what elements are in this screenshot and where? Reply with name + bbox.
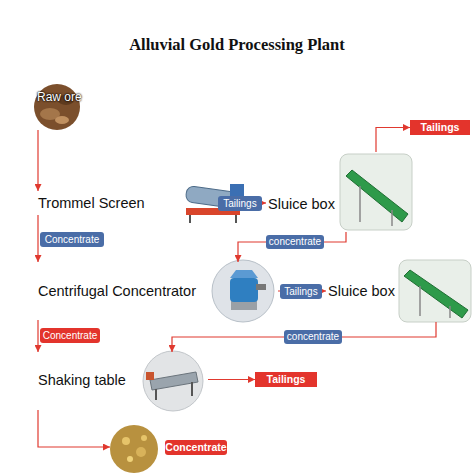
diagram-title: Alluvial Gold Processing Plant [0,34,474,56]
flow-arrow [376,128,410,153]
tailings-label: Tailings [410,120,470,135]
edge-label: Concentrate [40,232,104,247]
step-label: Trommel Screen [38,191,145,215]
concentrate-product: Concentrate [110,424,232,472]
process-step: Trommel Screen [36,191,248,215]
process-step: Centrifugal Concentrator [36,262,278,320]
edge-label: Tailings [218,196,262,211]
edge-label: concentrate [266,235,324,249]
edge-label: Concentrate [40,328,100,343]
flow-arrow [208,379,255,380]
edge-label: concentrate [284,330,342,344]
tailings-box: Tailings [410,120,470,135]
flow-arrow [37,130,38,191]
flow-arrow [37,215,38,262]
sluice-box-image [399,260,471,322]
flow-arrow [238,232,346,262]
tailings-label: Tailings [255,372,317,387]
step-label: Centrifugal Concentrator [38,279,196,303]
concentrate-label: Concentrate [165,440,227,455]
step-label: Shaking table [38,368,126,392]
flow-arrow [37,320,38,352]
process-step: Sluice box [266,152,414,232]
tailings-box: Tailings [255,372,317,387]
shaking-table-image [143,351,203,411]
process-step: Shaking table [36,352,208,410]
step-label: Sluice box [268,192,335,216]
sluice-box-image [340,154,412,230]
centrifugal-concentrator-image [212,260,274,322]
raw-ore-node: Raw ore [34,84,80,130]
edge-label: Tailings [280,284,322,299]
gold-concentrate-image [110,425,158,473]
flow-arrow [38,410,110,447]
step-label: Sluice box [328,279,395,303]
step-label: Raw ore [37,90,82,104]
process-step: Sluice box [326,260,472,322]
flow-arrow [172,322,436,352]
